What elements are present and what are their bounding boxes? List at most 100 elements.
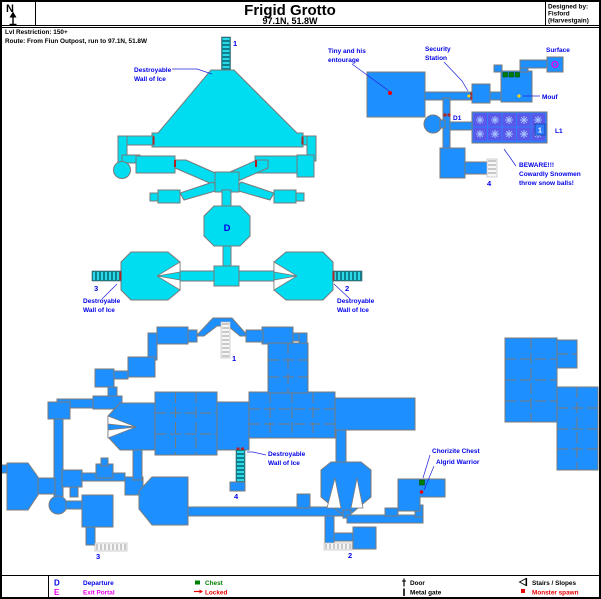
exit-3-ice-wall-icon — [91, 270, 122, 282]
stairs-icon — [518, 577, 528, 587]
legend-locked-label: Locked — [205, 590, 227, 597]
pointer-line — [247, 451, 267, 456]
inner-wall — [350, 477, 364, 509]
corridor — [234, 181, 275, 201]
lower-blue-level — [0, 317, 599, 552]
hexagon-room — [138, 476, 189, 526]
destroyable-wall-label: Wall of Ice — [337, 307, 369, 314]
se-room — [273, 189, 297, 204]
room — [127, 356, 156, 378]
destroyable-wall-label: Destroyable — [83, 298, 121, 305]
compass: N — [6, 3, 17, 26]
beware-label: Cowardly Snowmen — [519, 171, 581, 178]
page-coords: 97.1N, 51.8W — [262, 16, 318, 26]
security-station-label: Station — [425, 55, 447, 62]
snowflake-icon — [519, 129, 529, 139]
snowflake-icon — [490, 129, 500, 139]
d1-door-icon — [443, 113, 447, 117]
chest-icon — [419, 479, 425, 486]
corridor — [147, 332, 158, 361]
security-station-room — [471, 83, 491, 104]
npc-dot-security — [467, 94, 471, 98]
marker-1: 1 — [232, 354, 236, 363]
door-icon — [470, 96, 473, 100]
funnel-wall — [273, 261, 298, 277]
legend-door-label: Door — [410, 580, 425, 587]
grid-rooms-a — [154, 391, 218, 456]
legend-departure-symbol: D — [54, 579, 60, 588]
monster-spawn-icon — [521, 589, 525, 593]
credits-line: (Harvestgain) — [548, 18, 589, 25]
security-station-label: Security — [425, 46, 451, 53]
exit-portal-icon — [551, 60, 559, 69]
departure-marker: D — [224, 223, 231, 234]
chorizite-room — [397, 478, 446, 512]
destroyable-wall-label: Destroyable — [268, 451, 306, 458]
monster-spawn-icon — [419, 490, 424, 494]
door-icon — [152, 136, 155, 145]
snowflake-icon — [533, 115, 543, 125]
credits-line: Fisford — [548, 11, 570, 18]
room-stub — [296, 493, 311, 509]
entrance-1-ice-ladder-icon — [221, 36, 231, 71]
marker-1: 1 — [233, 39, 237, 48]
grid-exit-1-marker: 1 — [538, 128, 542, 135]
heptagon-room — [320, 461, 372, 514]
destroyable-wall-label: Wall of Ice — [268, 460, 300, 467]
departure-room — [203, 205, 251, 247]
grid-exit-badge — [534, 123, 546, 136]
door-icon — [470, 92, 473, 96]
tiny-room — [366, 71, 426, 118]
lower-room — [439, 147, 466, 179]
corridor — [464, 161, 489, 175]
marker-3: 3 — [94, 284, 98, 293]
chest-icon — [195, 580, 200, 585]
compass-n-label: N — [6, 3, 14, 15]
room — [156, 326, 189, 345]
credits-line: Designed by: — [548, 4, 588, 11]
southeast-cluster — [187, 461, 446, 551]
funnel-wall — [273, 275, 298, 291]
header: Frigid Grotto 97.1N, 51.8W N Designed by… — [0, 0, 601, 28]
snowmen-grid-room: 1 — [471, 111, 548, 144]
room-stub — [100, 457, 109, 467]
legend-exit-portal-symbol: E — [54, 588, 60, 597]
far-east-room — [296, 154, 315, 178]
corridor — [85, 526, 96, 546]
inner-walls — [249, 392, 335, 438]
funnel-room — [107, 402, 156, 451]
d1-label: D1 — [453, 115, 462, 122]
snowflake-icon — [519, 115, 529, 125]
marker-4: 4 — [234, 492, 239, 501]
legend-monster-spawn-label: Monster spawn — [532, 590, 579, 597]
pointer-line — [333, 283, 351, 300]
corridor — [65, 500, 85, 510]
inner-walls — [268, 343, 308, 393]
pyramid-hall — [151, 69, 304, 148]
corridor — [245, 329, 264, 343]
marker-2: 2 — [345, 284, 349, 293]
legend-exit-portal-label: Exit Portal — [83, 590, 115, 597]
algrid-warrior-label: Algrid Warrior — [436, 459, 480, 466]
west-octagon-room — [120, 251, 181, 301]
room — [81, 494, 114, 528]
room — [94, 368, 115, 388]
corridor — [222, 245, 232, 269]
funnel-wall — [156, 261, 181, 277]
funnel-wall — [107, 415, 137, 428]
exit-2-stairs-icon — [323, 542, 353, 551]
legend-departure-label: Departure — [83, 580, 114, 587]
door-icon — [119, 271, 122, 281]
door-marks — [443, 92, 473, 117]
mouf-chests — [502, 72, 520, 78]
east-octagon-room — [273, 251, 334, 301]
info-block: Lvl Restriction: 150+ Route: From Fiun O… — [5, 29, 148, 45]
north-arrow-icon — [9, 11, 17, 26]
page-title: Frigid Grotto — [244, 2, 336, 19]
pointer-line — [503, 148, 517, 167]
route: Route: From Fiun Outpost, run to 97.1N, … — [5, 38, 148, 45]
inner-wall — [326, 477, 342, 509]
se-room-tab — [295, 192, 305, 202]
